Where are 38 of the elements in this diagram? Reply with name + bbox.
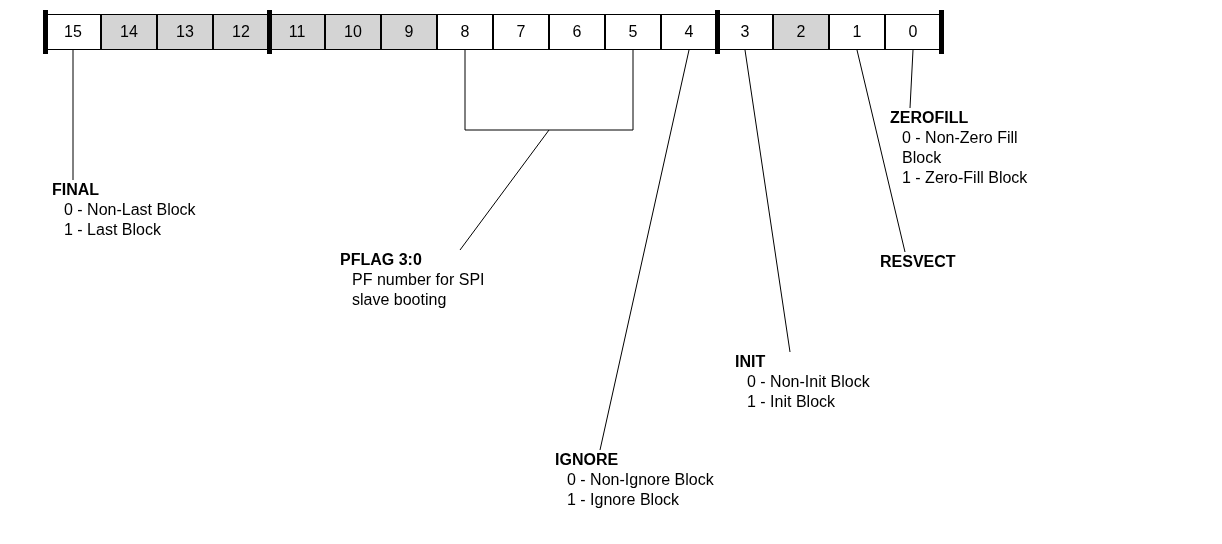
bit-cell: 0	[885, 14, 941, 50]
leader-line	[744, 49, 791, 353]
leader-line	[72, 49, 74, 181]
bit-cell: 6	[549, 14, 605, 50]
bit-cell: 9	[381, 14, 437, 50]
bit-cell: 4	[661, 14, 717, 50]
leader-line	[909, 49, 914, 109]
bit-cell: 7	[493, 14, 549, 50]
field-value-text: 0 - Non-Zero Fill Block	[901, 128, 1019, 168]
field-name: PFLAG 3:0	[340, 250, 423, 270]
bit-cell: 15	[45, 14, 101, 50]
bit-cell: 12	[213, 14, 269, 50]
field-value-text: 1 - Last Block	[63, 220, 162, 240]
field-name: FINAL	[52, 180, 101, 200]
field-value-text: 0 - Non-Last Block	[63, 200, 196, 220]
bit-cell: 5	[605, 14, 661, 50]
bit-cell: 8	[437, 14, 493, 50]
field-name: RESVECT	[880, 252, 956, 272]
bit-cell: 1	[829, 14, 885, 50]
bit-cell: 10	[325, 14, 381, 50]
field-value-text: 1 - Ignore Block	[566, 490, 681, 510]
bracket	[464, 49, 634, 131]
field-value-text: 0 - Non-Ignore Block	[566, 470, 714, 490]
field-value-text: 1 - Init Block	[746, 392, 837, 412]
bit-cell: 14	[101, 14, 157, 50]
field-value-text: 1 - Zero-Fill Block	[901, 168, 1029, 188]
field-name: INIT	[735, 352, 767, 372]
bit-cell: 11	[269, 14, 325, 50]
bit-cell: 2	[773, 14, 829, 50]
bit-cell: 13	[157, 14, 213, 50]
field-value-text: 0 - Non-Init Block	[746, 372, 870, 392]
field-value-text: PF number for SPI slave booting	[351, 270, 486, 310]
field-name: IGNORE	[555, 450, 620, 470]
leader-line	[599, 49, 690, 451]
leader-line	[459, 129, 550, 251]
leader-line	[856, 49, 906, 253]
bit-cell: 3	[717, 14, 773, 50]
field-name: ZEROFILL	[890, 108, 970, 128]
